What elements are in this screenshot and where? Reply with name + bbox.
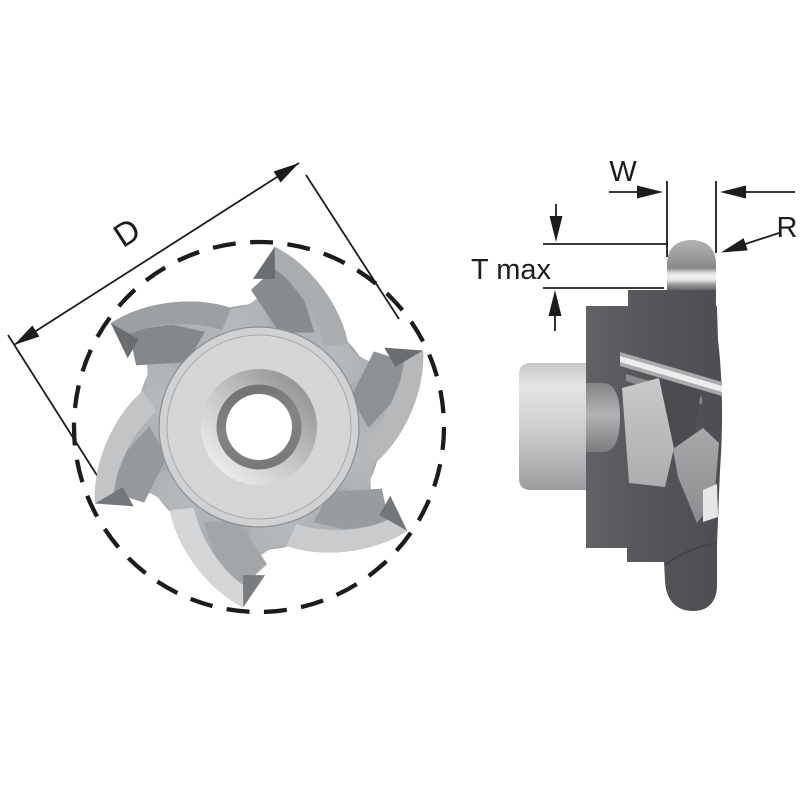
- side-view: W R T max: [471, 156, 798, 611]
- arrowhead-width-left: [637, 185, 663, 199]
- arrowhead-diameter-lower-left: [14, 325, 40, 345]
- diameter-label: D: [107, 210, 147, 254]
- cutter-front: [28, 194, 490, 660]
- side-hub-collar: [584, 383, 620, 452]
- diameter-dimension-line: [13, 162, 300, 346]
- front-view: D: [7, 162, 490, 660]
- arrowhead-diameter-upper-right: [273, 163, 299, 183]
- diameter-extension-line-right: [305, 174, 400, 320]
- side-lower-facet-highlight: [703, 484, 718, 522]
- arrowhead-tmax-down: [549, 216, 563, 242]
- width-label: W: [609, 156, 637, 188]
- side-annotations: [543, 181, 795, 331]
- diameter-dimension: [7, 162, 400, 489]
- side-hub-cylinder: [519, 363, 586, 490]
- side-insert-facet: [622, 378, 674, 487]
- arrowhead-tmax-up: [548, 290, 562, 316]
- tmax-label: T max: [471, 254, 552, 286]
- diameter-extension-line-left: [7, 334, 106, 489]
- cutting-circle-dashed: [71, 239, 447, 615]
- bore-hole: [226, 394, 292, 460]
- side-bottom-tooth-seam: [664, 542, 718, 566]
- side-highlight-streak-core: [620, 356, 722, 392]
- arrowhead-width-right: [720, 185, 746, 199]
- radius-label: R: [777, 212, 798, 244]
- arrowhead-radius: [721, 238, 748, 253]
